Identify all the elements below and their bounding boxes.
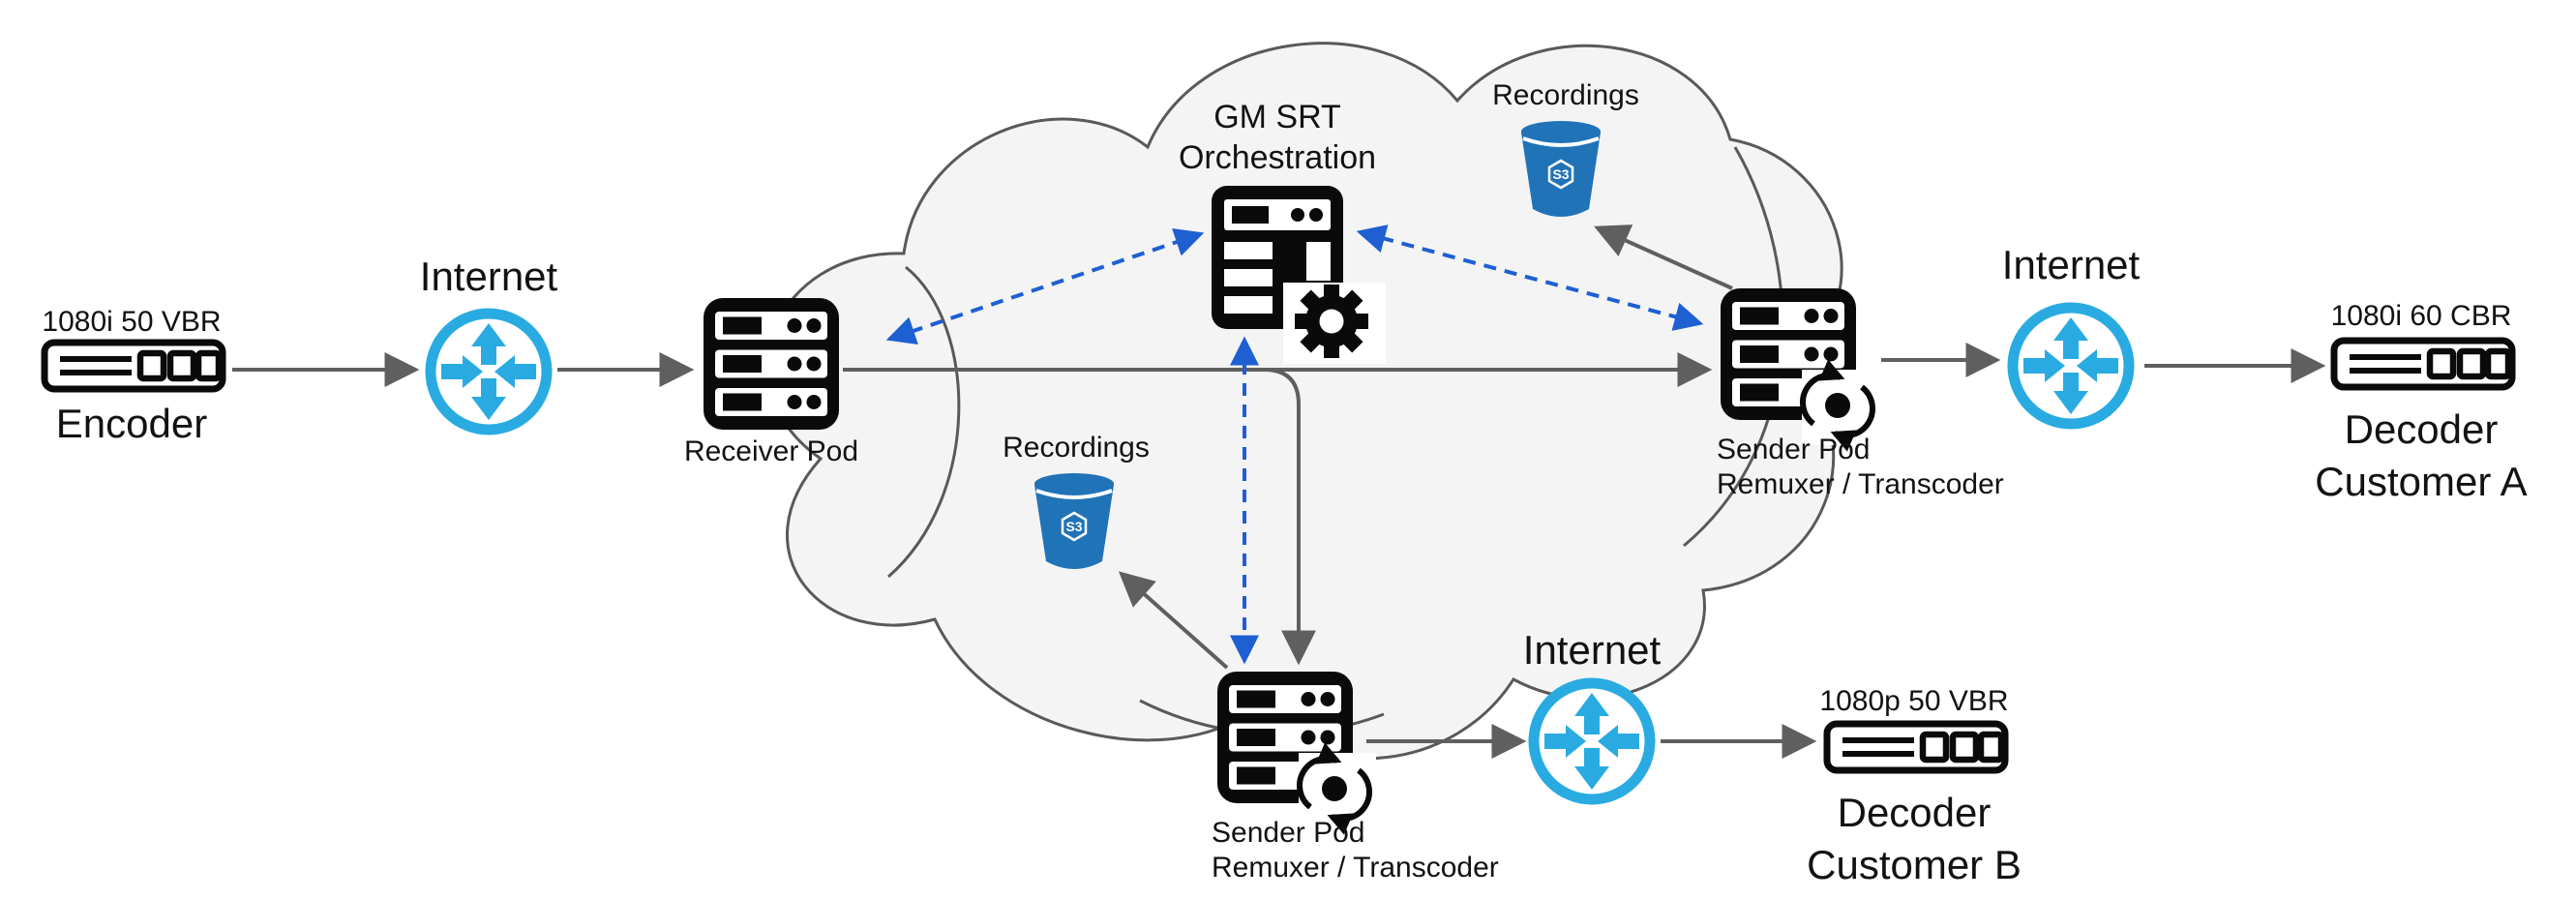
edge-receiver-pod-to-sender-pod-b [1263, 368, 1316, 666]
edge-sender-pod-b-to-recordings-bottom [1118, 571, 1229, 670]
decoder-b-node: 1080p 50 VBR Decoder Customer B [1807, 685, 2022, 887]
decoder-icon [2334, 341, 2512, 387]
recordings-bottom-label: Recordings [1003, 432, 1150, 464]
encoder-label: Encoder [56, 401, 207, 446]
recordings-top-label: Recordings [1492, 79, 1639, 111]
sender-pod-b-label-line2: Remuxer / Transcoder [1212, 852, 1499, 884]
recordings-bottom-node: Recordings S3 [1003, 432, 1150, 571]
decoder-b-format-label: 1080p 50 VBR [1819, 685, 2008, 717]
control-edge-receiver-pod-orchestration [885, 227, 1205, 345]
sender-pod-b-label-line1: Sender Pod [1212, 817, 1364, 849]
encoder-format-label: 1080i 50 VBR [42, 306, 221, 338]
decoder-a-label-line1: Decoder [2345, 406, 2499, 452]
internet-ingress-node: Internet [420, 254, 558, 430]
gear-icon [1295, 285, 1368, 358]
receiver-pod-label: Receiver Pod [684, 435, 858, 467]
sender-pod-a-label-line1: Sender Pod [1717, 434, 1870, 465]
decoder-b-label-line1: Decoder [1838, 790, 1992, 835]
sender-pod-b-node: Sender Pod Remuxer / Transcoder [1212, 672, 1499, 884]
decoder-a-format-label: 1080i 60 CBR [2331, 300, 2512, 332]
recordings-top-node: Recordings S3 [1492, 79, 1639, 219]
internet-router-icon [2013, 308, 2129, 424]
decoder-a-label-line2: Customer A [2315, 459, 2527, 504]
orchestration-label-line2: Orchestration [1179, 139, 1376, 176]
encoder-node: 1080i 50 VBR Encoder [42, 306, 223, 446]
server-rack-icon [704, 298, 839, 430]
internet-router-icon [431, 314, 547, 430]
orchestration-node: GM SRT Orchestration [1179, 99, 1386, 364]
internet-router-icon [1534, 683, 1650, 799]
s3-emblem-label: S3 [1065, 519, 1082, 534]
sender-pod-a-label-line2: Remuxer / Transcoder [1717, 468, 2004, 500]
orchestration-server-icon [1212, 186, 1386, 364]
encoder-icon [45, 343, 223, 389]
orchestration-label-line1: GM SRT [1213, 99, 1341, 135]
internet-egress-b-node: Internet [1523, 627, 1662, 799]
decoder-icon [1827, 724, 2005, 770]
decoder-a-node: 1080i 60 CBR Decoder Customer A [2315, 300, 2527, 504]
sender-pod-a-node: Sender Pod Remuxer / Transcoder [1717, 288, 2004, 500]
control-edge-orchestration-sender-pod-a [1356, 225, 1704, 331]
receiver-pod-node: Receiver Pod [684, 298, 858, 467]
internet-egress-a-node: Internet [2002, 242, 2141, 424]
s3-emblem-label: S3 [1552, 166, 1569, 182]
internet-ingress-label: Internet [420, 254, 558, 299]
internet-egress-b-label: Internet [1523, 627, 1662, 673]
decoder-b-label-line2: Customer B [1807, 842, 2022, 887]
internet-egress-a-label: Internet [2002, 242, 2141, 287]
